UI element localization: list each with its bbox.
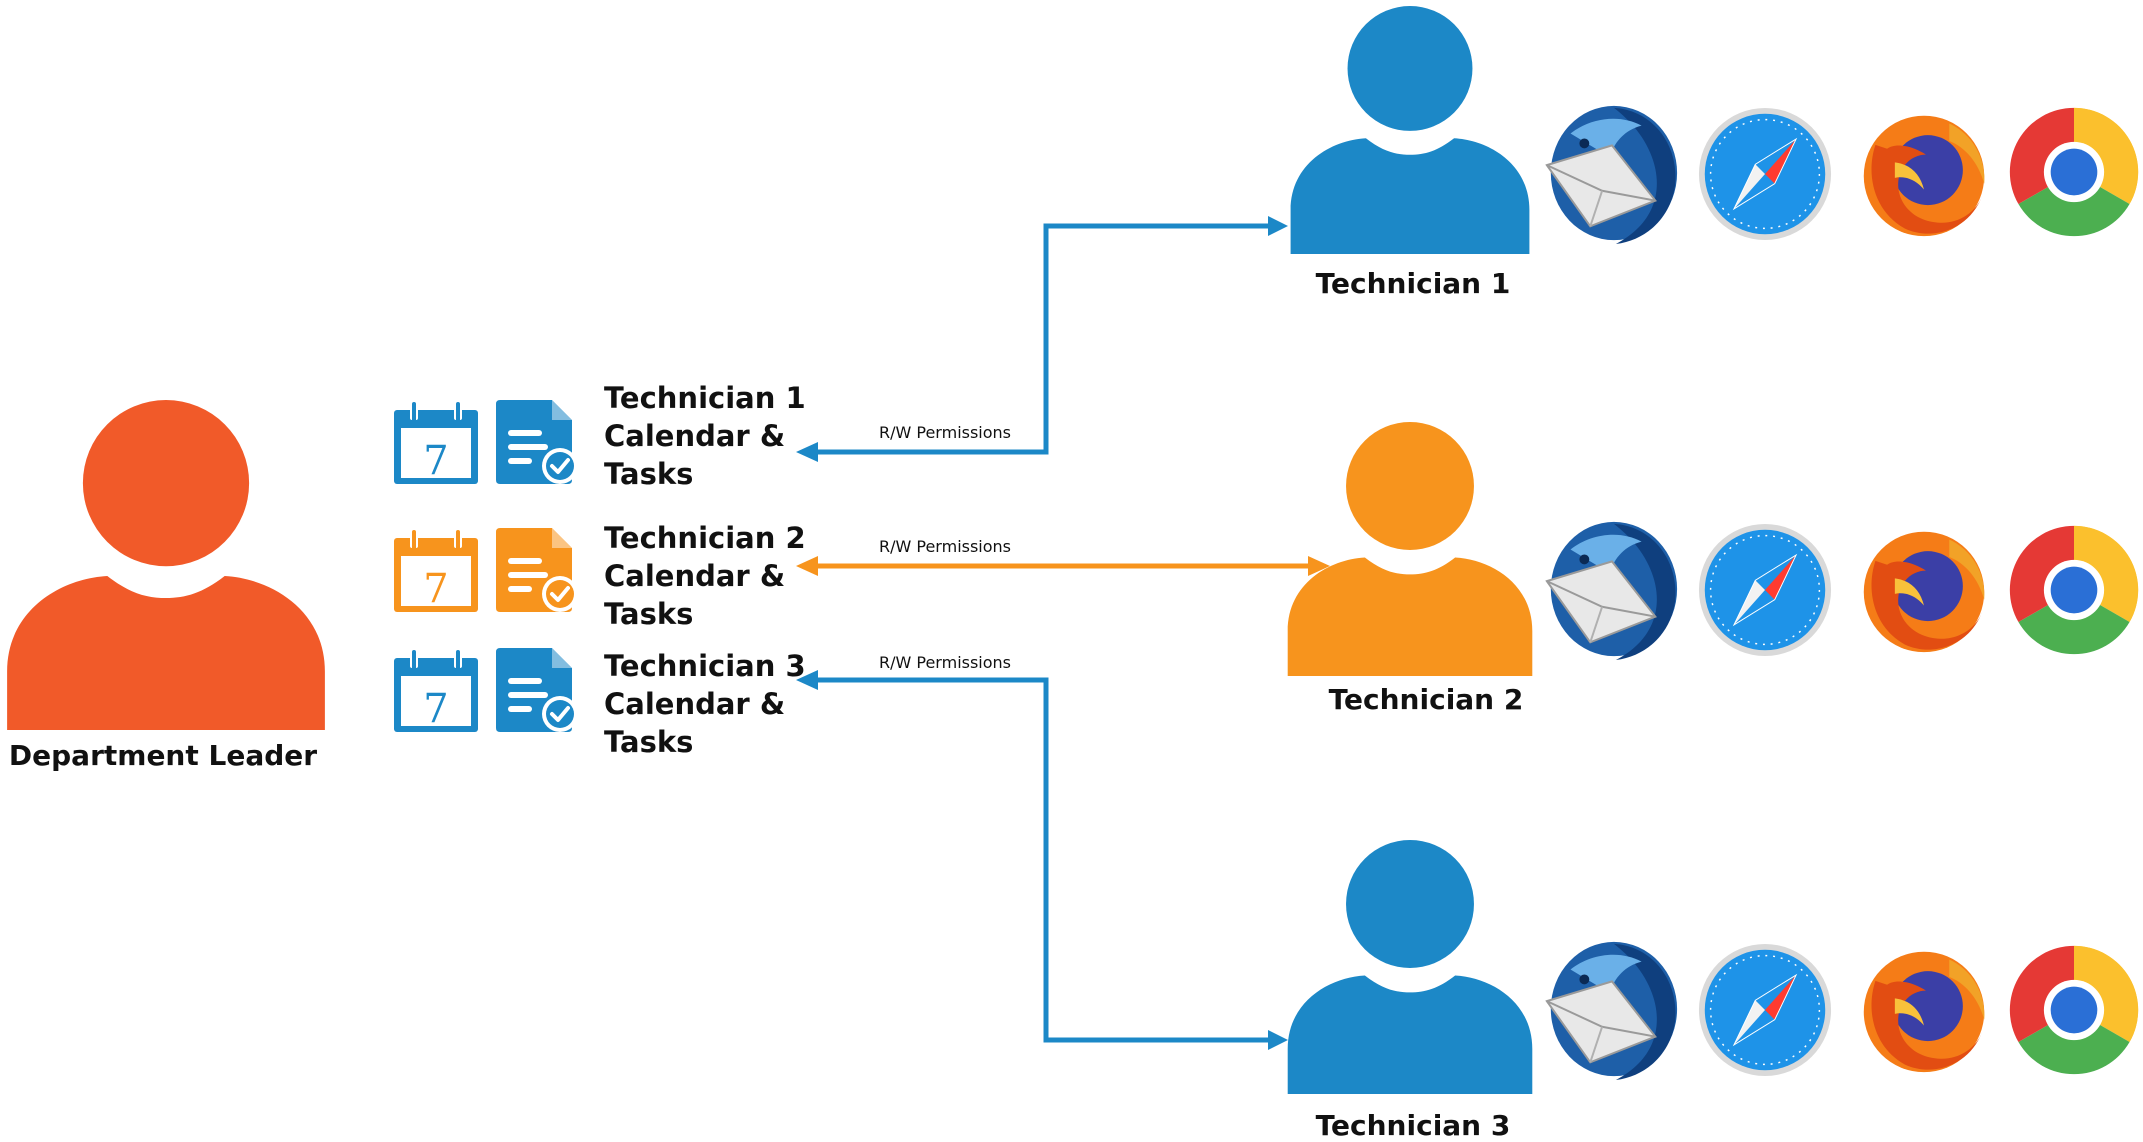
- technician-label: Technician 2: [1329, 683, 1524, 716]
- thunderbird-icon: [1545, 940, 1679, 1082]
- client-apps-1: [1545, 104, 2139, 246]
- thunderbird-icon: [1545, 520, 1679, 662]
- connector-1: R/W Permissions: [796, 216, 1288, 462]
- client-apps-3: [1545, 940, 2139, 1082]
- connector-2: R/W Permissions: [796, 537, 1330, 576]
- technician-1: Technician 1: [1290, 6, 1530, 300]
- tasks-icon: [496, 648, 580, 732]
- calendar-day: 7: [423, 686, 448, 732]
- technician-person-icon: [1287, 422, 1533, 676]
- resource-title: Technician 2: [604, 521, 806, 555]
- connector-line: [808, 677, 1275, 1043]
- thunderbird-icon: [1545, 104, 1679, 246]
- resource-subtitle: Calendar &: [604, 419, 785, 453]
- technician-3: Technician 3: [1287, 840, 1533, 1142]
- technician-label: Technician 1: [1316, 267, 1511, 300]
- arrowhead-icon: [1268, 216, 1288, 236]
- arrowhead-icon: [796, 556, 818, 576]
- resource-subtitle: Calendar &: [604, 559, 785, 593]
- safari-icon: [1698, 107, 1832, 241]
- tasks-icon: [496, 400, 580, 484]
- resource-subtitle-2: Tasks: [604, 725, 693, 759]
- connector-label: R/W Permissions: [879, 423, 1011, 442]
- resource-row-1: 7 Technician 1 Calendar & Tasks: [394, 381, 806, 491]
- calendar-day: 7: [423, 566, 448, 612]
- client-apps-2: [1545, 520, 2139, 662]
- department-leader: Department Leader: [7, 400, 325, 772]
- technician-person-icon: [1290, 6, 1530, 254]
- chrome-icon: [2009, 945, 2139, 1075]
- resource-row-2: 7 Technician 2 Calendar & Tasks: [394, 521, 806, 631]
- resource-subtitle-2: Tasks: [604, 597, 693, 631]
- resource-row-3: 7 Technician 3 Calendar & Tasks: [394, 648, 806, 759]
- leader-label: Department Leader: [9, 739, 317, 772]
- connector-line: [802, 223, 1275, 455]
- arrowhead-icon: [1268, 1030, 1288, 1050]
- technician-person-icon: [1287, 840, 1533, 1094]
- resource-title: Technician 1: [604, 381, 806, 415]
- resource-title: Technician 3: [604, 649, 806, 683]
- arrowhead-icon: [1308, 556, 1330, 576]
- resource-subtitle-2: Tasks: [604, 457, 693, 491]
- tasks-icon: [496, 528, 580, 612]
- chrome-icon: [2009, 525, 2139, 655]
- resource-subtitle: Calendar &: [604, 687, 785, 721]
- leader-person-icon: [7, 400, 325, 730]
- technician-label: Technician 3: [1316, 1109, 1511, 1142]
- connector-label: R/W Permissions: [879, 653, 1011, 672]
- chrome-icon: [2009, 107, 2139, 237]
- firefox-icon: [1863, 115, 1985, 237]
- arrowhead-icon: [796, 442, 818, 462]
- safari-icon: [1698, 943, 1832, 1077]
- connector-label: R/W Permissions: [879, 537, 1011, 556]
- firefox-icon: [1863, 951, 1985, 1073]
- safari-icon: [1698, 523, 1832, 657]
- arrowhead-icon: [796, 670, 818, 690]
- calendar-day: 7: [423, 438, 448, 484]
- firefox-icon: [1863, 531, 1985, 653]
- connector-3: R/W Permissions: [796, 653, 1288, 1050]
- technician-2: Technician 2: [1287, 422, 1533, 716]
